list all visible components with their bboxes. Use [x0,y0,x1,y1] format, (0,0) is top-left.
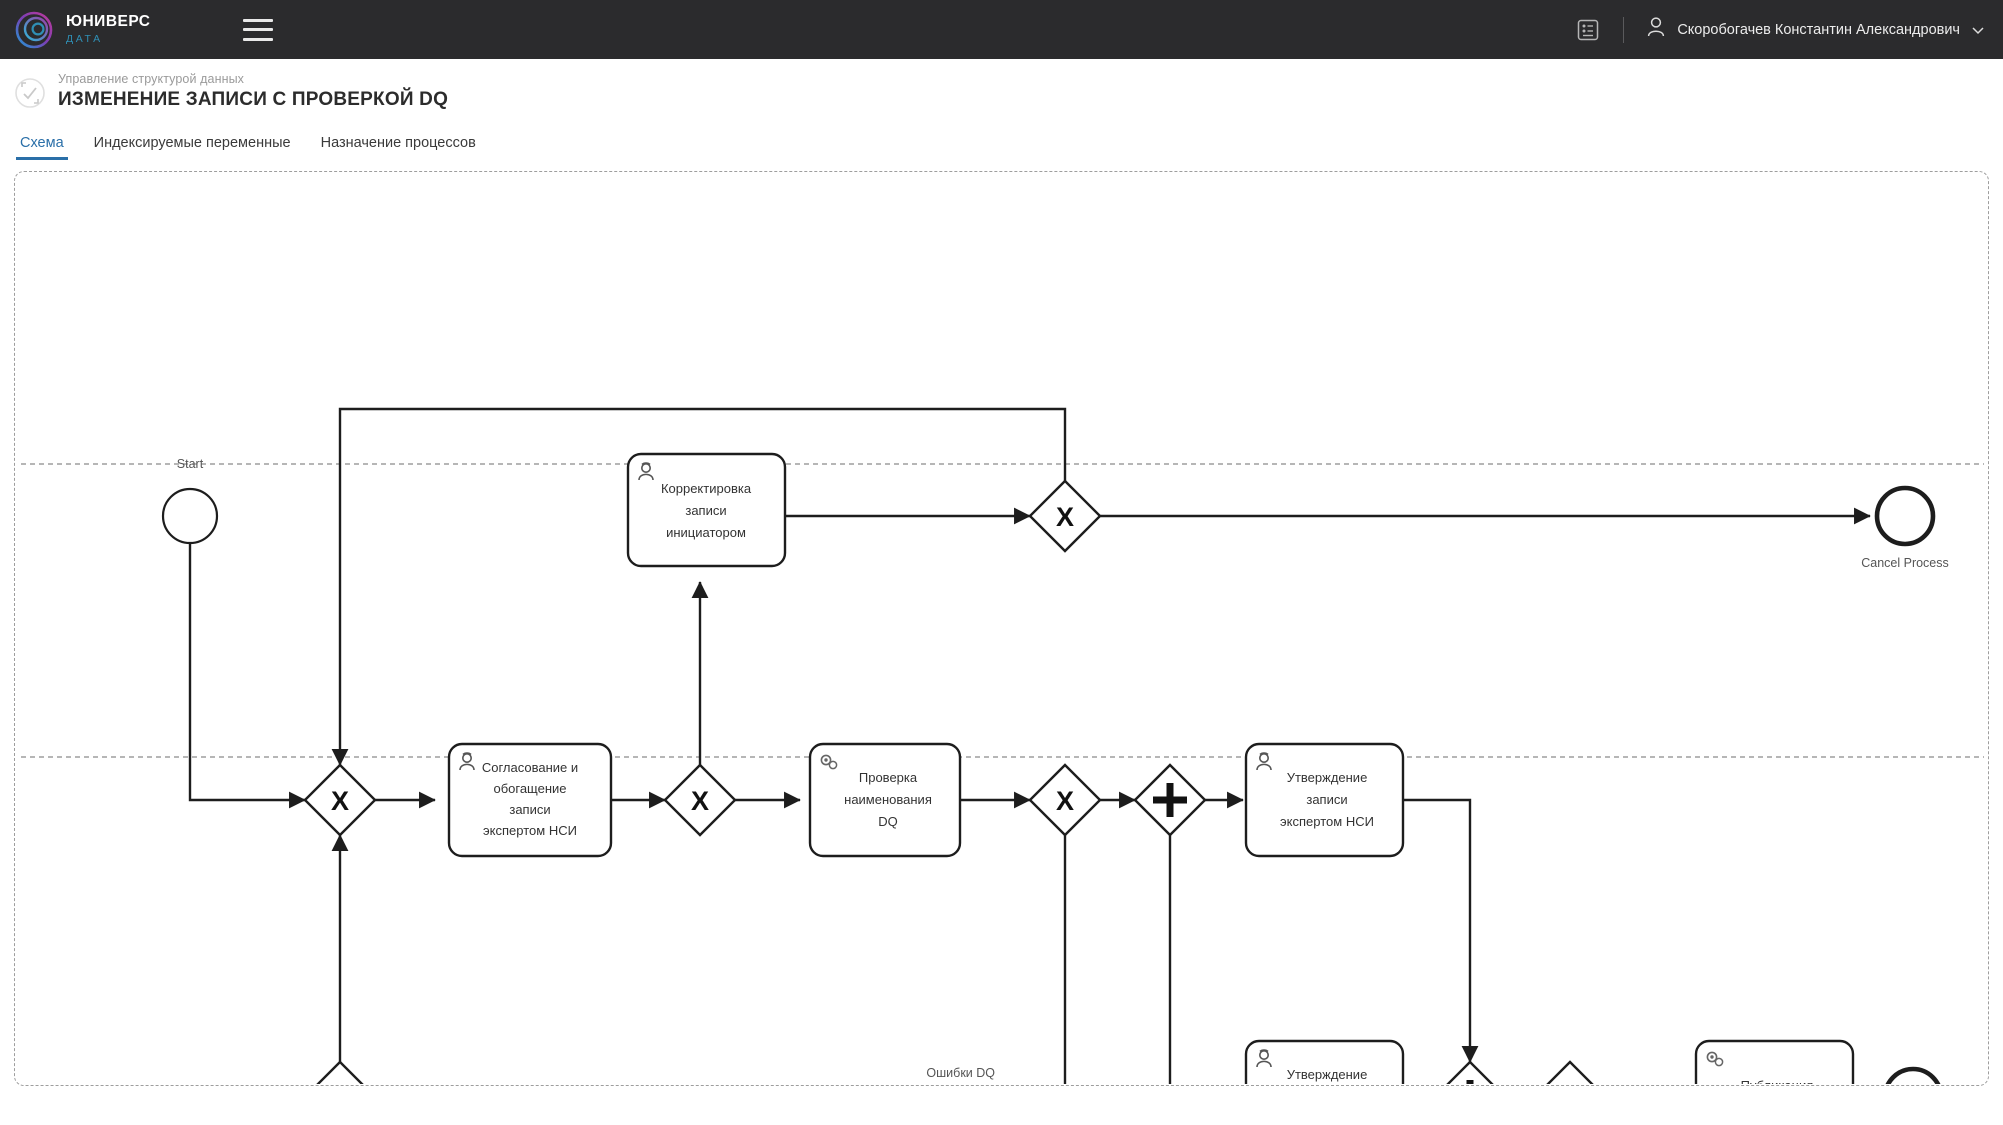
flow-label-dq-errors: Ошибки DQ [926,1066,995,1080]
event-cancel-process-label: Cancel Process [1861,556,1949,570]
task-utverzhdenie-zapisi-ekspertom-po[interactable]: Утверждение записи экспертом ПО [1244,1039,1405,1084]
gateway-symbol: X [331,786,349,816]
user-task-icon [1256,752,1272,771]
task-utverzhdenie-zapisi-ekspertom-nsi[interactable]: Утверждение записи экспертом НСИ [1244,742,1405,858]
gateway-symbol: X [1056,502,1074,532]
logo-subtitle: ДАТА [66,32,103,45]
task-proverka-naimenovaniya-dq[interactable]: Проверка наименования DQ [808,742,962,858]
task-label-line-1: Проверка [859,770,918,785]
gateway-g6-parallel[interactable]: + [1435,1060,1505,1084]
service-task-icon [820,754,838,770]
task-label-line-2: записи [685,503,726,518]
task-soglasovanie-i-obogashchenie-zapisi-ekspertom-nsi[interactable]: Согласование и обогащение записи эксперт… [447,742,613,858]
top-navigation-bar: ЮНИВЕРС ДАТА Скоробога [0,0,2003,59]
sequence-flows [188,407,1871,1084]
task-label-line-4: экспертом НСИ [483,823,577,838]
task-label-line-1: Согласование и [482,760,578,775]
process-cycle-icon [14,77,46,109]
gateway-g8-exclusive[interactable]: X [305,1060,375,1084]
task-label-line-3: инициатором [666,525,746,540]
user-menu[interactable]: Скоробогачев Константин Александрович [1646,16,1985,43]
user-task-icon [1256,1049,1272,1068]
task-label-line-3: записи [509,802,550,817]
bpmn-svg: Ошибки DQ Start Cancel Process Finish Ко… [21,407,1984,1084]
apps-grid-icon[interactable] [1575,17,1601,43]
task-publikaciya-chernovika[interactable]: Публикация черновика [1694,1039,1855,1084]
gateway-g1-exclusive[interactable]: X [303,763,377,837]
gateway-g3-exclusive[interactable]: X [1028,763,1102,837]
tab-process-assignment[interactable]: Назначение процессов [320,135,476,151]
user-task-icon [459,752,475,771]
bpmn-diagram-canvas[interactable]: Ошибки DQ Start Cancel Process Finish Ко… [14,171,1989,1086]
tab-shema[interactable]: Схема [16,135,68,160]
gateway-g2-exclusive[interactable]: X [663,763,737,837]
flow-g5-to-po [1168,835,1172,1084]
gateway-g7-exclusive[interactable]: X [1535,1060,1605,1084]
gateway-g4-exclusive[interactable]: X [1028,479,1102,553]
service-task-icon [1706,1051,1724,1067]
lane-separators [21,463,1984,758]
logo-title: ЮНИВЕРС [66,12,151,30]
gateway-symbol: X [1056,786,1074,816]
tab-indexed-variables[interactable]: Индексируемые переменные [93,135,291,151]
gateway-symbol: X [1561,1083,1579,1084]
page-title: ИЗМЕНЕНИЕ ЗАПИСИ С ПРОВЕРКОЙ DQ [58,89,449,110]
flow-g3-errors-to-g8 [1063,835,1067,1084]
user-avatar-icon [1646,16,1666,43]
user-name-label: Скоробогачев Константин Александрович [1677,21,1960,38]
task-label-line-3: DQ [878,814,898,829]
task-label-line-1: Утверждение [1287,770,1368,785]
page-header: Управление структурой данных ИЗМЕНЕНИЕ З… [0,59,2003,123]
hamburger-menu-icon[interactable] [242,18,273,41]
breadcrumb[interactable]: Управление структурой данных [58,72,245,86]
task-label-line-1: Корректировка [661,481,752,496]
event-start-label: Start [177,457,204,471]
task-label-line-1: Утверждение [1287,1067,1368,1082]
gateway-symbol: X [331,1083,349,1084]
flow-nsi-to-g6 [1403,798,1479,1063]
task-label-line-2: записи [1306,792,1347,807]
flow-start-to-g1 [188,544,306,809]
task-label-line-3: экспертом НСИ [1280,814,1374,829]
universe-data-logo-icon [14,10,54,50]
divider [1623,16,1625,43]
brand-logo[interactable]: ЮНИВЕРС ДАТА [0,10,151,50]
task-label-line-1: Публикация [1741,1078,1814,1084]
task-korrektirovka-zapisi-iniciatorom[interactable]: Корректировка записи инициатором [626,452,787,568]
gateway-symbol: X [691,786,709,816]
event-cancel-process[interactable]: Cancel Process [1861,485,1949,570]
flow-g4-to-g1 [331,407,1067,766]
event-finish[interactable]: Finish [1885,1066,1941,1084]
tab-bar: Схема Индексируемые переменные Назначени… [0,123,2003,161]
task-label-line-2: наименования [844,792,932,807]
chevron-down-icon[interactable] [1971,23,1985,37]
event-start[interactable]: Start [161,457,219,545]
gateway-g5-parallel[interactable]: + [1133,763,1207,872]
task-label-line-2: обогащение [493,781,566,796]
user-task-icon [638,462,654,481]
